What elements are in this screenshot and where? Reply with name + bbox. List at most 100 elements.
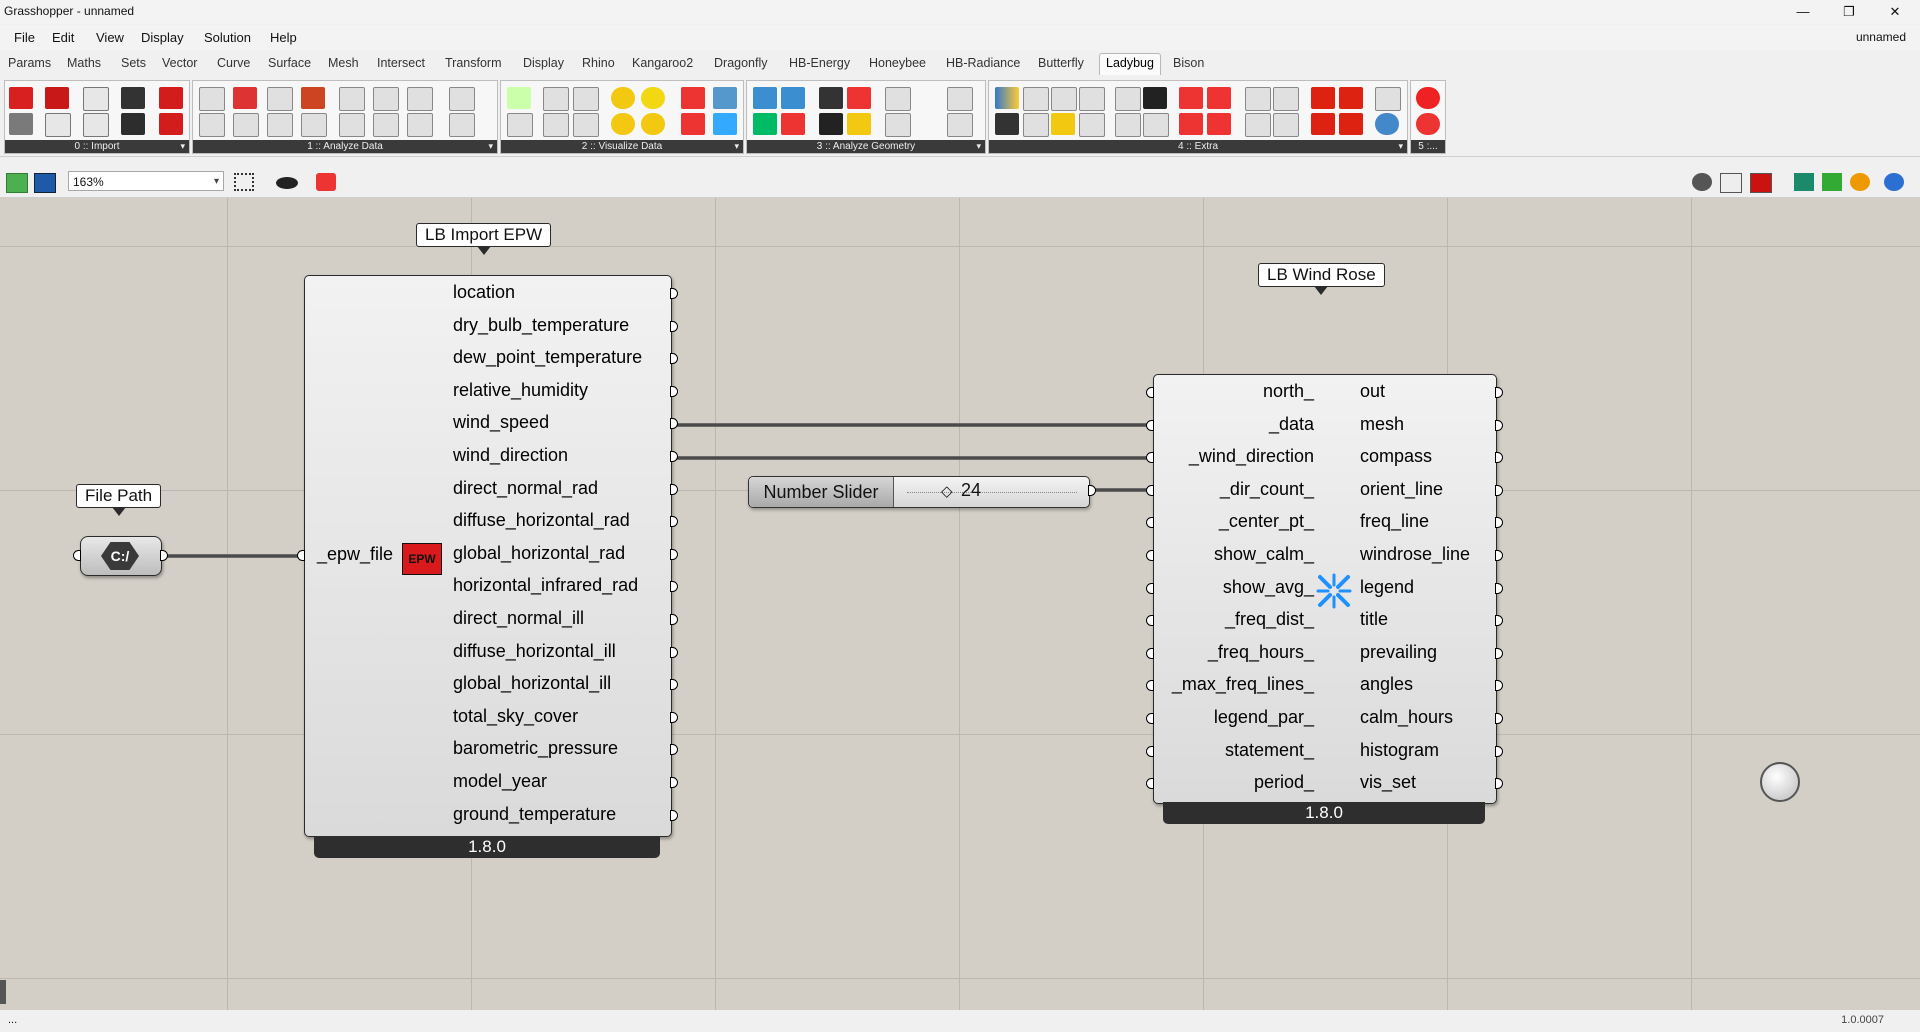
tab-ladybug[interactable]: Ladybug xyxy=(1099,53,1161,75)
output-pin[interactable] xyxy=(670,353,678,365)
input-pin[interactable] xyxy=(1146,647,1154,659)
input-pin[interactable] xyxy=(1146,550,1154,561)
home-icon[interactable] xyxy=(1311,113,1335,135)
menu-edit[interactable]: Edit xyxy=(52,30,75,45)
map-icon[interactable] xyxy=(159,113,183,135)
wireframe-icon[interactable] xyxy=(1720,173,1742,193)
menu-help[interactable]: Help xyxy=(270,30,297,45)
eye-icon[interactable] xyxy=(276,177,298,189)
view-icon[interactable] xyxy=(753,87,777,109)
radial-icon[interactable] xyxy=(819,113,843,135)
expand-icon[interactable]: ▾ xyxy=(976,141,981,151)
data-icon[interactable] xyxy=(301,87,325,109)
group-icon[interactable] xyxy=(1273,113,1299,137)
sun-rays-icon[interactable] xyxy=(947,113,973,137)
zoom-extents-icon[interactable] xyxy=(234,173,254,191)
close-button[interactable]: ✕ xyxy=(1889,4,1901,19)
input-pin[interactable] xyxy=(1146,387,1154,398)
tab-curve[interactable]: Curve xyxy=(217,56,251,70)
output-pin[interactable] xyxy=(1495,387,1503,398)
menu-file[interactable]: File xyxy=(14,30,35,45)
tab-dragonfly[interactable]: Dragonfly xyxy=(714,56,768,70)
number-slider[interactable]: Number Slider ◇ 24 xyxy=(748,476,1090,508)
file-path-output-pin[interactable] xyxy=(160,550,168,561)
folder-icon[interactable] xyxy=(1311,87,1335,109)
zoom-field[interactable]: 163% ▾ xyxy=(68,171,224,191)
output-pin[interactable] xyxy=(1495,582,1503,594)
expand-icon[interactable]: ▾ xyxy=(734,141,739,151)
ab-icon[interactable] xyxy=(199,87,225,111)
grid-icon[interactable] xyxy=(1023,87,1049,111)
expand-icon[interactable]: ▾ xyxy=(180,141,185,151)
solar-icon[interactable] xyxy=(847,113,871,135)
bar-chart-icon[interactable] xyxy=(507,113,533,137)
tab-maths[interactable]: Maths xyxy=(67,56,102,70)
tab-vector[interactable]: Vector xyxy=(162,56,198,70)
c-plus-icon[interactable] xyxy=(199,113,225,137)
sync-icon[interactable] xyxy=(1245,113,1271,137)
location-icon[interactable] xyxy=(159,87,183,109)
capture-icon[interactable] xyxy=(1115,87,1141,111)
compass-icon[interactable] xyxy=(1375,113,1399,135)
import-icon[interactable] xyxy=(9,87,33,109)
folder-open-icon[interactable] xyxy=(1339,113,1363,135)
grasshopper-canvas[interactable]: File Path C:/ LB Import EPW _epw_file EP… xyxy=(0,198,1920,1010)
wind-icon[interactable] xyxy=(713,87,737,109)
menu-solution[interactable]: Solution xyxy=(204,30,251,45)
direct-sun-icon[interactable] xyxy=(947,87,973,111)
image-icon[interactable] xyxy=(1023,113,1049,137)
document-preview-icon[interactable] xyxy=(1822,173,1842,191)
2d-icon[interactable] xyxy=(1115,113,1141,137)
tab-hb-energy[interactable]: HB-Energy xyxy=(789,56,851,70)
stat-icon[interactable] xyxy=(121,113,145,135)
tab-sets[interactable]: Sets xyxy=(121,56,147,70)
palette-icon[interactable] xyxy=(1079,113,1105,137)
tab-params[interactable]: Params xyxy=(8,56,52,70)
slider-output-pin[interactable] xyxy=(1088,485,1096,496)
people-icon[interactable] xyxy=(373,113,399,137)
tab-display[interactable]: Display xyxy=(523,56,564,70)
bar-icon[interactable] xyxy=(339,113,365,137)
color-range-icon[interactable] xyxy=(1051,113,1075,135)
ny-data-icon[interactable] xyxy=(45,113,71,137)
search-icon[interactable] xyxy=(9,113,33,135)
dmh-icon[interactable] xyxy=(301,113,327,137)
output-pin[interactable] xyxy=(670,483,678,495)
crosshair-icon[interactable] xyxy=(1375,87,1401,111)
wind-rose-component[interactable]: north__data_wind_direction_dir_count__ce… xyxy=(1153,374,1497,804)
input-pin[interactable] xyxy=(1146,680,1154,692)
stand-icon[interactable] xyxy=(885,113,911,137)
scatter-icon[interactable] xyxy=(543,113,569,137)
open-file-icon[interactable] xyxy=(6,173,28,193)
import-epw-input-pin[interactable] xyxy=(297,550,305,561)
data-tree-icon[interactable] xyxy=(1179,113,1203,135)
ny-weather-icon[interactable] xyxy=(83,113,109,137)
expand-icon[interactable]: ▾ xyxy=(1398,141,1403,151)
tab-surface[interactable]: Surface xyxy=(268,56,312,70)
tab-intersect[interactable]: Intersect xyxy=(377,56,425,70)
output-pin[interactable] xyxy=(670,385,678,397)
expand-icon[interactable]: ▾ xyxy=(488,141,493,151)
output-pin[interactable] xyxy=(670,646,678,658)
open-folder-icon[interactable] xyxy=(1339,87,1363,109)
slider-grip-icon[interactable]: ◇ xyxy=(941,483,953,500)
legend-icon[interactable] xyxy=(995,87,1019,109)
output-pin[interactable] xyxy=(670,320,678,332)
thermo-icon[interactable] xyxy=(339,87,365,111)
record-icon[interactable] xyxy=(1416,113,1440,135)
export-icon[interactable] xyxy=(1207,87,1231,109)
minimize-button[interactable]: — xyxy=(1796,4,1810,19)
text-icon[interactable] xyxy=(1051,87,1077,111)
compare-icon[interactable] xyxy=(267,113,293,137)
chart-icon[interactable] xyxy=(449,113,475,137)
csv-icon[interactable] xyxy=(1179,87,1203,109)
bake-icon[interactable] xyxy=(1850,173,1870,191)
sun-icon[interactable] xyxy=(641,87,665,109)
tab-butterfly[interactable]: Butterfly xyxy=(1038,56,1084,70)
tab-bison[interactable]: Bison xyxy=(1173,56,1205,70)
radiation-icon[interactable] xyxy=(611,113,635,135)
input-pin[interactable] xyxy=(1146,419,1154,431)
tab-rhino[interactable]: Rhino xyxy=(582,56,615,70)
shaded-icon[interactable] xyxy=(1750,173,1772,193)
